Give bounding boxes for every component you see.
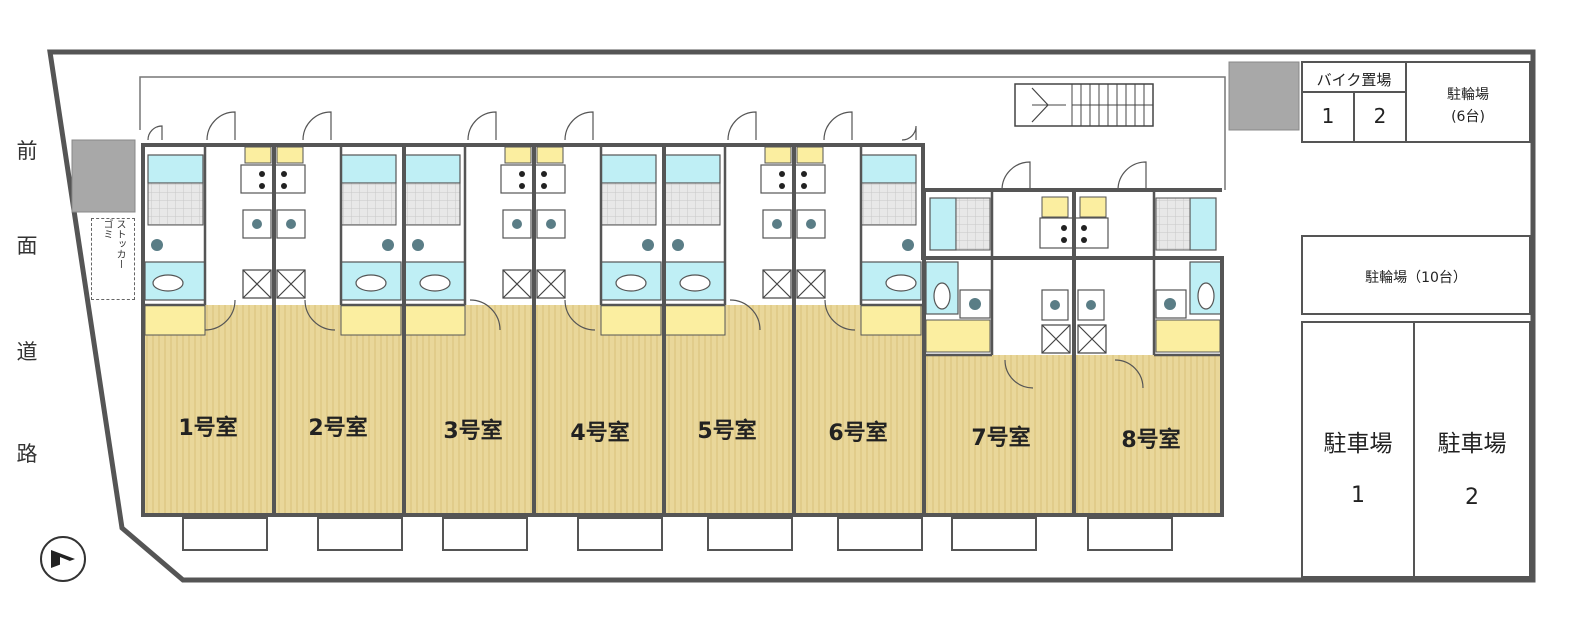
bike-slot-2: 2 — [1373, 104, 1387, 128]
parking-area — [1301, 61, 1531, 578]
bike-slot-1: 1 — [1321, 104, 1335, 128]
partition-walls — [143, 145, 1222, 357]
bicycle-parking-6-title: 駐輪場 — [1447, 87, 1489, 103]
car-parking-1-label: 駐車場 — [1323, 431, 1393, 457]
garbage-stocker-label-1: ゴミ — [101, 219, 112, 239]
bike-parking-title: バイク置場 — [1316, 71, 1392, 89]
north-compass-icon — [40, 536, 86, 582]
stairs — [1014, 83, 1154, 127]
front-road-char-3: 道 — [16, 340, 38, 364]
gray-pad-right — [1228, 61, 1300, 131]
doors — [147, 111, 1147, 389]
room-label-3: 3号室 — [443, 419, 503, 444]
room-label-1: 1号室 — [178, 416, 238, 441]
balconies — [182, 517, 1173, 551]
garbage-stocker: ゴミ ストッカー — [91, 218, 135, 300]
front-road-char-4: 路 — [16, 442, 38, 466]
walls — [141, 143, 1224, 517]
car-parking-2-label: 駐車場 — [1437, 431, 1507, 457]
garbage-stocker-label-2: ストッカー — [114, 219, 125, 269]
room-label-5: 5号室 — [697, 419, 757, 444]
corridor-outline — [139, 76, 1226, 190]
front-road-char-1: 前 — [16, 139, 38, 163]
car-parking-2-number: 2 — [1465, 485, 1479, 510]
bicycle-parking-6-capacity: (6台) — [1451, 109, 1485, 125]
room-label-8: 8号室 — [1121, 428, 1181, 453]
room-floors — [145, 305, 1222, 515]
room-label-4: 4号室 — [570, 421, 630, 446]
bicycle-parking-10-label: 駐輪場（10台） — [1365, 270, 1467, 286]
room-label-6: 6号室 — [828, 421, 888, 446]
room-label-7: 7号室 — [971, 426, 1031, 451]
room-label-2: 2号室 — [308, 416, 368, 441]
front-road-char-2: 面 — [16, 234, 38, 258]
gray-pad-left — [71, 139, 136, 213]
car-parking-1-number: 1 — [1351, 483, 1365, 508]
